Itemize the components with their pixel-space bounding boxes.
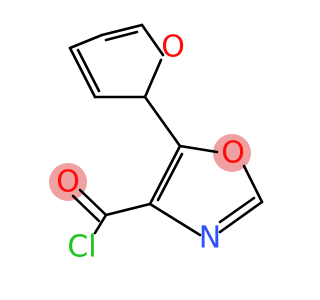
bond-oxazole-c4-c5 bbox=[148, 144, 182, 206]
oxazole-oxygen-highlight bbox=[213, 134, 251, 172]
chlorine-label: Cl bbox=[67, 230, 96, 265]
bond-oxazole-c4-c5-inner bbox=[156, 152, 184, 202]
carbonyl-oxygen-label: O bbox=[56, 165, 80, 200]
furan-oxygen-label: O bbox=[161, 30, 185, 65]
bond-oxazole-c2-n3-inner bbox=[218, 196, 256, 224]
bond-furan-c5-c4-inner bbox=[104, 30, 139, 42]
oxazole-nitrogen-label: N bbox=[199, 221, 221, 256]
bond-carbonyl-o-a bbox=[78, 188, 108, 217]
bond-oxazole-c5-o1 bbox=[178, 144, 219, 154]
bond-oxazole-n3-c4 bbox=[148, 202, 202, 237]
bond-oxazole-c2-n3 bbox=[218, 200, 264, 234]
bond-furan-c2-c3-inner bbox=[76, 48, 101, 93]
carbonyl-oxygen-highlight bbox=[49, 163, 87, 201]
bond-carbonyl-cl bbox=[93, 213, 108, 235]
bond-furan-c3-c2 bbox=[68, 46, 97, 99]
bond-c4-carbonyl bbox=[104, 202, 152, 217]
bond-furan-c4-c3 bbox=[68, 33, 104, 50]
bond-furan-c5-c4 bbox=[100, 23, 144, 37]
oxazole-oxygen-label: O bbox=[221, 136, 245, 171]
bond-carbonyl-o-b bbox=[71, 194, 101, 223]
bond-furan-oxazole bbox=[143, 95, 182, 148]
bond-furan-c1-o bbox=[143, 58, 163, 99]
bond-furan-o-c5 bbox=[140, 23, 165, 57]
molecule-diagram: O O N O Cl bbox=[49, 23, 264, 265]
bond-oxazole-o1-c2 bbox=[242, 164, 264, 204]
